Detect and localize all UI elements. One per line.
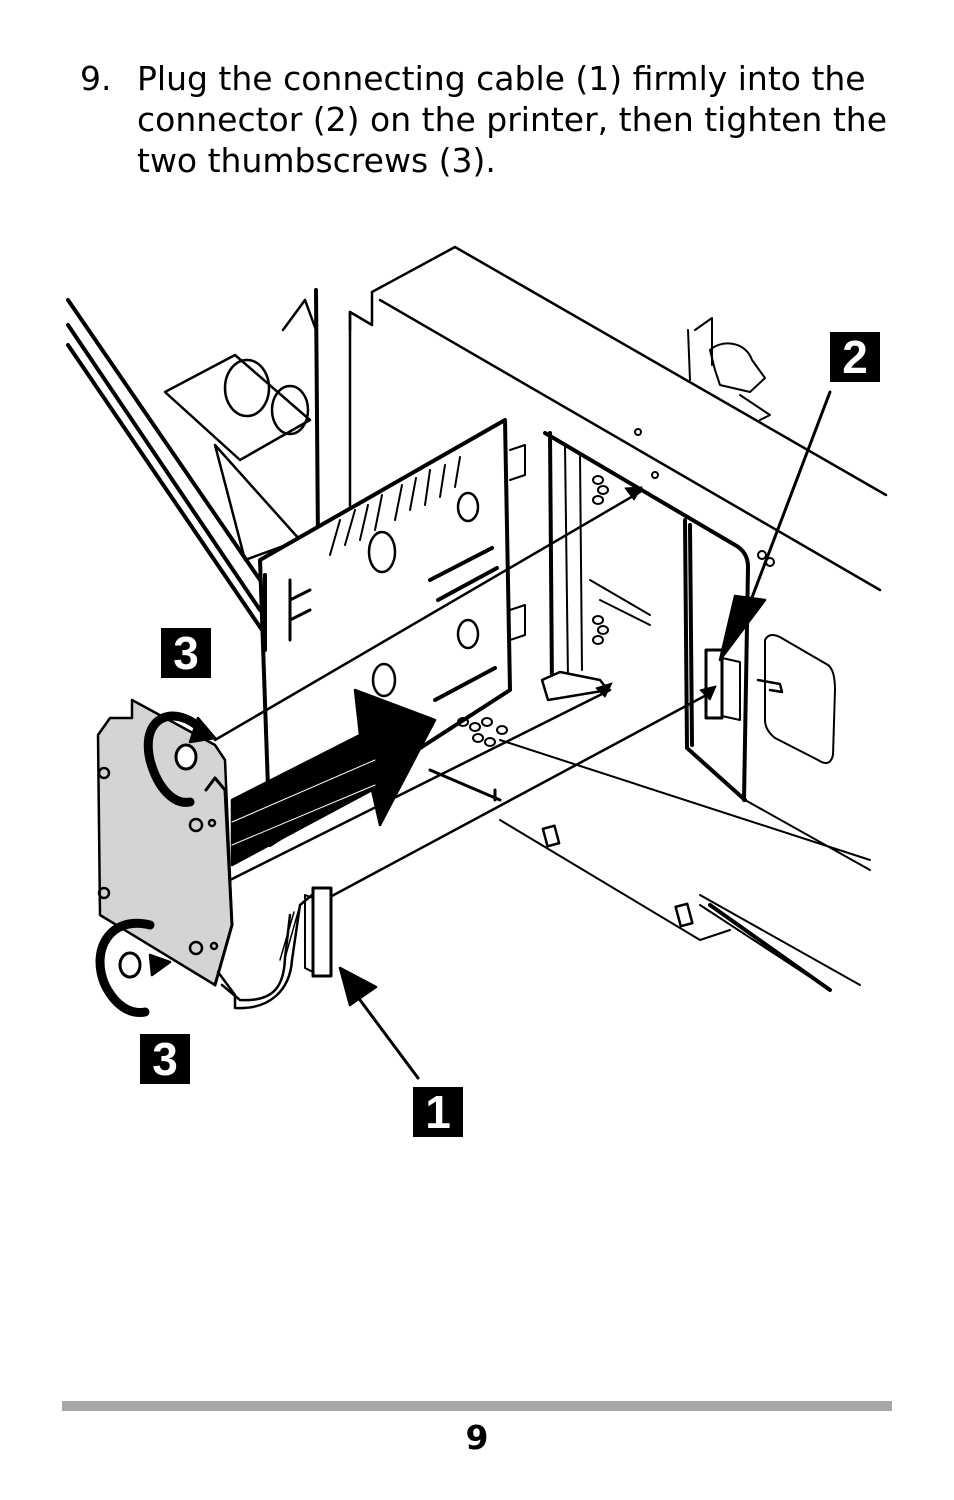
page-number: 9 [465, 1418, 489, 1457]
callout-thumbscrew-top: 3 [161, 628, 211, 678]
cable-connector [311, 886, 333, 978]
vent-holes [457, 428, 775, 747]
pointer-line-cable [358, 998, 420, 1080]
interface-card [96, 698, 234, 987]
thumbscrew-arrow-top [143, 711, 205, 807]
printer-illustration [66, 245, 888, 1080]
callout-thumbscrew-bottom: 3 [140, 1034, 190, 1084]
callout-cable: 1 [413, 1087, 463, 1137]
printer-left-edge [66, 298, 264, 632]
rear-panel [258, 418, 512, 847]
callout-connector: 2 [830, 332, 880, 382]
installation-figure: 2 3 3 1 [0, 230, 954, 1160]
printer-body [348, 245, 888, 592]
thumbscrew-arrow-bottom [95, 918, 155, 1018]
printer-mechanism [163, 298, 318, 562]
top-latch [687, 317, 771, 421]
pointer-line-connector [746, 390, 832, 610]
footer-rule [62, 1401, 892, 1411]
step-text: Plug the connecting cable (1) firmly int… [137, 59, 887, 180]
printer-connector [704, 648, 724, 720]
printer-base [499, 739, 871, 991]
opening-frame [543, 431, 750, 802]
connecting-cable [216, 893, 314, 1010]
step-number: 9. [80, 59, 112, 98]
alignment-lines [213, 490, 714, 899]
